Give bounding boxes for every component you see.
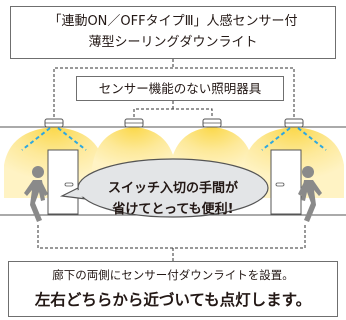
non-sensor-label: センサー機能のない照明器具	[98, 81, 262, 96]
sensor-beam-right	[261, 127, 327, 151]
product-title-box: 「連動ON／OFFタイプⅢ」人感センサー付 薄型シーリングダウンライト	[10, 6, 336, 59]
door-icon	[270, 149, 302, 215]
sensor-downlight-icon	[284, 118, 304, 128]
door-icon	[47, 149, 79, 215]
sensor-bracket-bottom	[37, 225, 306, 249]
ceiling-downlight-icon	[124, 118, 144, 128]
speech-bubble	[59, 158, 269, 218]
walking-person-icon	[298, 166, 322, 222]
sensor-downlight-icon	[44, 118, 64, 128]
description-line1: 廊下の両側にセンサー付ダウンライトを設置。	[52, 268, 294, 282]
description-line2: 左右どちらから近づいても点灯します。	[34, 291, 312, 309]
sensor-beam-left	[21, 127, 87, 151]
description-box: 廊下の両側にセンサー付ダウンライトを設置。 左右どちらから近づいても点灯します。	[8, 261, 338, 317]
speech-bubble-line2: 省けてとっても便利!	[112, 202, 234, 217]
product-title-line1: 「連動ON／OFFタイプⅢ」人感センサー付	[48, 14, 298, 29]
speech-bubble-line1: スイッチ入切の手間が	[107, 181, 238, 196]
non-sensor-label-box: センサー機能のない照明器具	[76, 76, 284, 101]
ceiling-downlight-icon	[202, 118, 222, 128]
label-connector	[133, 101, 213, 117]
walking-person-icon	[24, 166, 48, 222]
speech-bubble-text: スイッチ入切の手間が 省けてとっても便利!	[78, 178, 268, 220]
product-title-line2: 薄型シーリングダウンライト	[88, 35, 258, 50]
